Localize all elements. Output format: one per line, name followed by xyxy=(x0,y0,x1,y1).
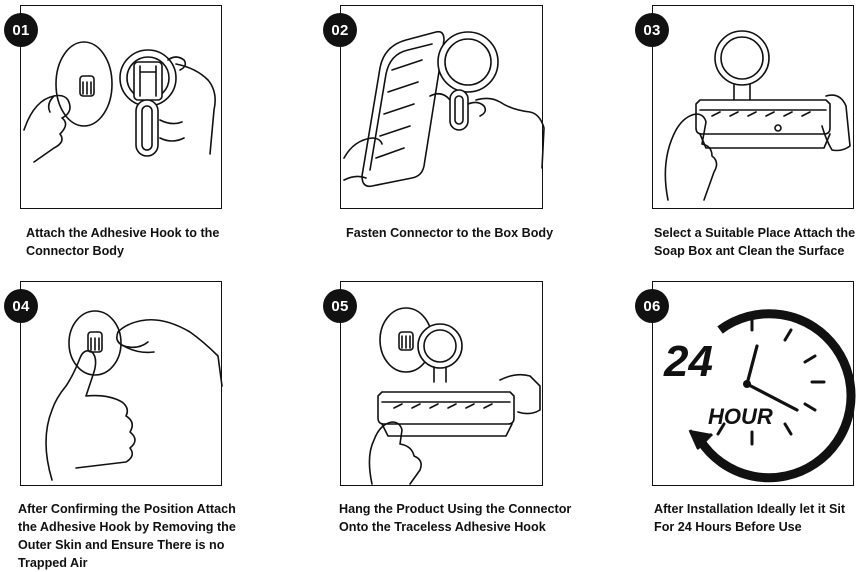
step-04-caption: After Confirming the Position Attach the… xyxy=(18,502,236,570)
step-06-caption: After Installation Ideally let it Sit Fo… xyxy=(654,502,846,534)
step-03-caption: Select a Suitable Place Attach the Soap … xyxy=(654,226,856,258)
clock-hours-word: HOUR xyxy=(708,404,773,429)
step-02-art xyxy=(343,30,545,188)
step-01-art xyxy=(23,41,216,163)
step-01-illustration-frame xyxy=(20,5,222,209)
step-04-badge: 04 xyxy=(4,289,38,323)
step-02-badge: 02 xyxy=(323,13,357,47)
step-02-caption: Fasten Connector to the Box Body xyxy=(346,226,554,240)
step-01-caption: Attach the Adhesive Hook to the Connecto… xyxy=(26,226,220,258)
step-04-illustration-frame xyxy=(20,281,222,486)
step-01-badge: 01 xyxy=(4,13,38,47)
step-06-art xyxy=(688,309,856,483)
step-05-badge: 05 xyxy=(323,289,357,323)
step-05-illustration-frame xyxy=(340,281,543,486)
clock-hours-number: 24 xyxy=(664,337,713,386)
step-06-badge: 06 xyxy=(635,289,669,323)
step-03-badge: 03 xyxy=(635,13,669,47)
step-03-art xyxy=(664,30,851,201)
step-05-art xyxy=(368,307,541,485)
step-04-art xyxy=(45,310,223,481)
step-05-caption: Hang the Product Using the Connector Ont… xyxy=(339,502,572,534)
